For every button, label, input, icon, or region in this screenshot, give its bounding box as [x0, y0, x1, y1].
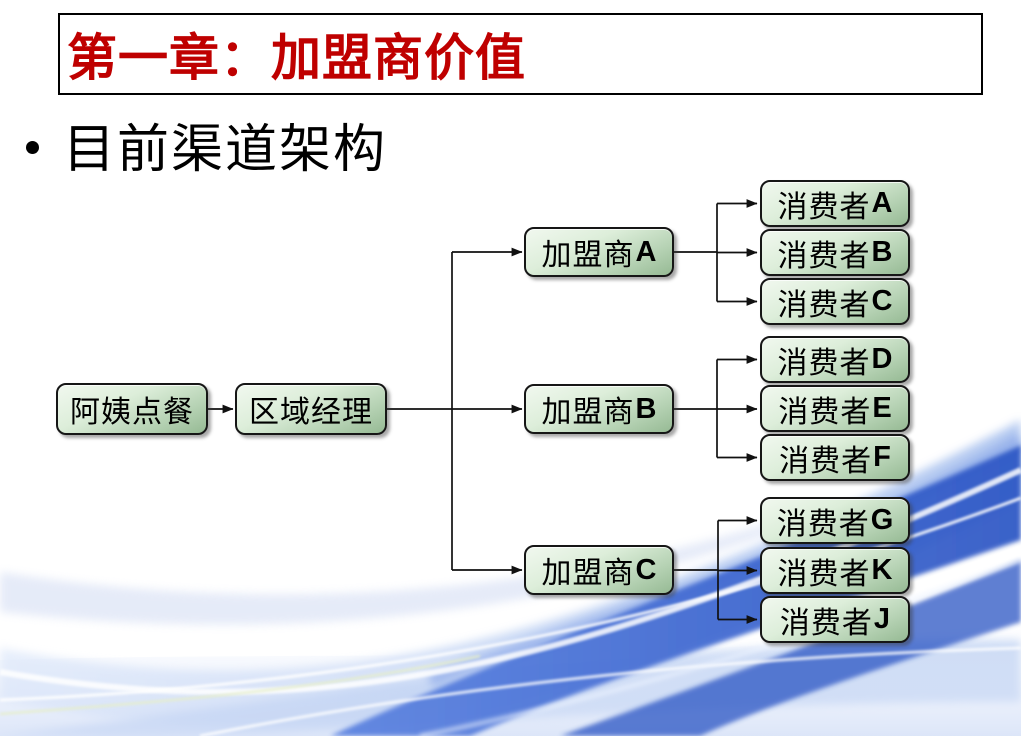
wave-dark-band: [330, 445, 1021, 736]
node-id: C: [871, 285, 893, 317]
node-id: A: [635, 235, 657, 268]
node-label: 区域经理: [249, 396, 373, 429]
node-label: 阿姨点餐: [70, 396, 194, 429]
node-id: J: [873, 603, 891, 635]
node-id: D: [871, 343, 893, 375]
node-label: 加盟商: [541, 557, 635, 590]
node-id: B: [871, 236, 893, 268]
slide-title: 第一章：加盟商价值: [67, 30, 526, 86]
wave-yellow-line: [0, 654, 481, 716]
bullet-icon: [26, 140, 39, 154]
connector-franchisee-a-trunk: [674, 203, 718, 302]
node-label: 消费者: [779, 606, 873, 640]
node-id: A: [871, 187, 893, 219]
node-label: 加盟商: [541, 396, 635, 429]
node-label: 消费者: [777, 190, 871, 224]
connector-franchisee-b-trunk: [674, 359, 718, 458]
node-id: K: [871, 554, 893, 586]
node-id: F: [873, 441, 891, 473]
node-label: 消费者: [777, 346, 871, 380]
connector-franchisee-c-trunk: [674, 520, 719, 620]
node-label: 消费者: [776, 507, 870, 541]
node-root: 阿姨点餐: [56, 383, 208, 435]
connector-manager-trunk: [387, 252, 453, 570]
node-id: B: [635, 392, 657, 425]
slide-title-box: 第一章：加盟商价值: [58, 13, 983, 95]
wave-white-streak-3: [199, 646, 1021, 736]
node-regional-manager: 区域经理: [235, 383, 387, 435]
bullet-row: 目前渠道架构: [22, 112, 387, 179]
wave-faint-upper-left: [0, 520, 780, 625]
wave-white-streak-4: [419, 558, 1021, 736]
node-id: E: [872, 392, 892, 424]
wave-dark-streak-lower: [560, 560, 1021, 736]
node-label: 消费者: [777, 288, 871, 322]
node-label: 消费者: [779, 444, 873, 478]
node-label: 消费者: [777, 557, 871, 591]
node-id: G: [870, 504, 894, 536]
bullet-text: 目前渠道架构: [63, 121, 388, 179]
node-label: 加盟商: [541, 239, 635, 272]
node-id: C: [635, 553, 657, 586]
node-label: 消费者: [777, 239, 871, 273]
node-label: 消费者: [778, 395, 872, 429]
